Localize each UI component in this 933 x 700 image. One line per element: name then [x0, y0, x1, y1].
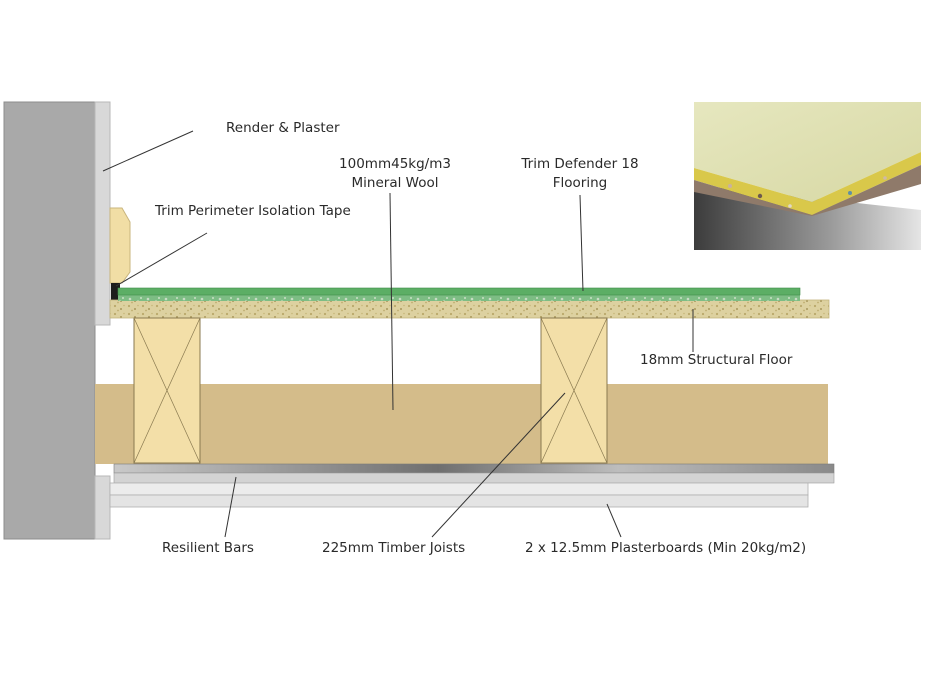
- label-render-plaster: Render & Plaster: [226, 120, 340, 136]
- product-photo: [694, 102, 921, 250]
- perimeter-isolation-tape: [111, 283, 120, 304]
- render-plaster-layer-lower: [94, 475, 111, 540]
- label-mineral-wool-line2: Mineral Wool: [351, 175, 439, 191]
- label-isolation-tape: Trim Perimeter Isolation Tape: [155, 203, 351, 219]
- label-resilient-bars: Resilient Bars: [162, 540, 254, 556]
- label-structural-floor: 18mm Structural Floor: [640, 352, 793, 368]
- resilient-bar: [113, 463, 835, 474]
- render-plaster-layer: [94, 101, 111, 326]
- label-mineral-wool-line1: 100mm45kg/m3: [339, 156, 451, 172]
- label-mineral-wool: 100mm45kg/m3 Mineral Wool: [320, 155, 470, 193]
- leader-timber-joists: [431, 392, 566, 538]
- skirting-board: [109, 207, 131, 284]
- leader-isolation-tape: [115, 232, 208, 287]
- timber-joist-left: [133, 317, 201, 464]
- leader-mineral-wool: [389, 192, 394, 411]
- leader-lines: [102, 130, 694, 538]
- label-trim-defender-line2: Flooring: [552, 175, 608, 191]
- label-trim-defender: Trim Defender 18 Flooring: [505, 155, 655, 193]
- structural-floor: [109, 299, 830, 319]
- masonry-wall: [3, 101, 96, 540]
- leader-render-plaster: [102, 130, 194, 172]
- mineral-wool: [95, 384, 828, 464]
- leader-resilient-bars: [224, 476, 237, 538]
- label-timber-joists: 225mm Timber Joists: [322, 540, 466, 556]
- defender-top-layer: [117, 287, 801, 296]
- label-plasterboards: 2 x 12.5mm Plasterboards (Min 20kg/m2): [525, 540, 807, 556]
- defender-base: [118, 294, 800, 301]
- leader-trim-defender: [579, 194, 584, 292]
- label-trim-defender-line1: Trim Defender 18: [521, 156, 639, 172]
- leader-plasterboards: [606, 503, 622, 538]
- timber-joist-right: [540, 317, 608, 464]
- plasterboard-layer-1: [109, 482, 809, 496]
- resilient-bar-flange: [113, 472, 835, 484]
- plasterboard-layer-2: [109, 494, 809, 508]
